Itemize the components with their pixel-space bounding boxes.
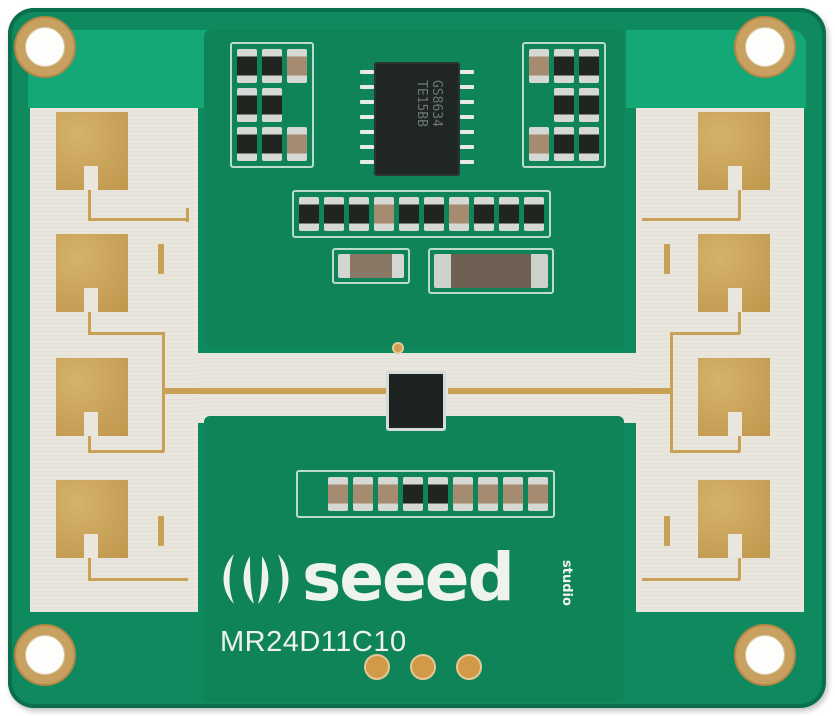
passive-row-top: [292, 190, 551, 238]
feed-trace: [738, 312, 741, 334]
feed-trace: [162, 332, 165, 452]
header-pad: [364, 654, 390, 680]
antenna-patch: [56, 480, 128, 558]
stub-trace: [158, 244, 164, 274]
seeed-logo: seeed: [220, 539, 515, 616]
logo-text: seeed: [302, 539, 515, 616]
part-number: MR24D11C10: [220, 626, 407, 658]
antenna-patch: [698, 480, 770, 558]
ic-marking: GS8634 TE15BB: [414, 80, 444, 127]
feed-trace: [642, 218, 740, 221]
feed-trace: [642, 578, 740, 581]
capacitor-large: [428, 248, 554, 294]
antenna-patch: [698, 234, 770, 312]
feed-trace: [738, 436, 741, 452]
feed-trace: [88, 450, 164, 453]
main-ic: GS8634 TE15BB: [374, 62, 460, 176]
radar-transceiver-chip: [386, 371, 446, 431]
feed-trace: [88, 436, 91, 452]
center-bottom-ground-plane: [204, 416, 624, 702]
header-pad: [410, 654, 436, 680]
stub-trace: [158, 516, 164, 546]
feed-trace: [186, 208, 189, 222]
main-feedline: [164, 388, 388, 394]
antenna-patch: [56, 358, 128, 436]
antenna-patch: [56, 234, 128, 312]
capacitor-small: [332, 248, 410, 284]
feed-trace: [738, 190, 741, 220]
antenna-patch: [56, 112, 128, 190]
feed-trace: [88, 332, 164, 335]
mounting-hole: [734, 16, 796, 78]
mounting-hole: [14, 624, 76, 686]
mounting-hole: [14, 16, 76, 78]
mounting-hole: [734, 624, 796, 686]
stub-trace: [664, 516, 670, 546]
seeed-leaf-icon: [223, 554, 289, 604]
feed-trace: [670, 450, 740, 453]
via: [392, 342, 404, 354]
antenna-patch: [698, 112, 770, 190]
logo-subtext: studio: [559, 560, 574, 606]
stub-trace: [664, 244, 670, 274]
left-passive-cluster: [230, 42, 314, 168]
passive-row-bottom: [296, 470, 555, 518]
feed-trace: [738, 558, 741, 580]
right-passive-cluster: [522, 42, 606, 168]
feed-trace: [88, 312, 91, 334]
pcb-board: GS8634 TE15BB seeed studio MR24D11C10: [8, 8, 826, 708]
feed-trace: [670, 332, 740, 335]
feed-trace: [88, 578, 188, 581]
header-pad: [456, 654, 482, 680]
feed-trace: [88, 218, 188, 221]
feed-trace: [88, 190, 91, 220]
feed-trace: [88, 558, 91, 580]
main-feedline: [448, 388, 672, 394]
antenna-patch: [698, 358, 770, 436]
